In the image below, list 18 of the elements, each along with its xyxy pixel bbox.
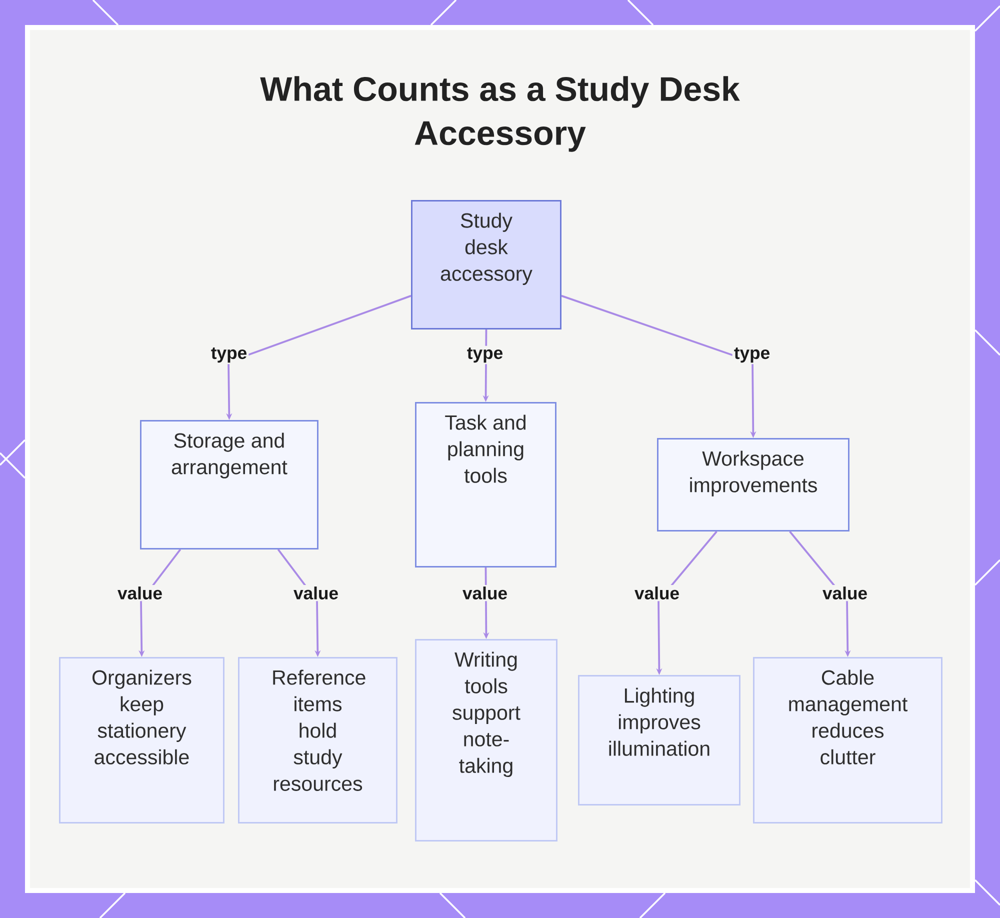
edge-label: type [732, 346, 772, 364]
edge-label: value [460, 584, 510, 602]
edge-label: value [116, 584, 164, 602]
process-box: Reference items hold study resources [238, 657, 398, 824]
edge-label: value [292, 584, 340, 602]
edge-label: value [632, 584, 682, 602]
process-box: Storage and arrangement [140, 420, 318, 550]
process-box: Cable management reduces clutter [753, 657, 942, 824]
process-box: Workspace improvements [657, 438, 850, 532]
title: What Counts as a Study Desk Accessory [260, 76, 740, 152]
process-box: Organizers keep stationery accessible [59, 657, 224, 824]
edge-label: type [465, 346, 505, 364]
process-box: Study desk accessory [411, 200, 562, 330]
process-box: Writing tools support note-taking [415, 639, 558, 842]
edge-label: value [820, 584, 870, 602]
process-box: Lighting improves illumination [578, 675, 740, 806]
process-box: Task and planning tools [415, 402, 556, 568]
edge-label: type [209, 346, 249, 364]
